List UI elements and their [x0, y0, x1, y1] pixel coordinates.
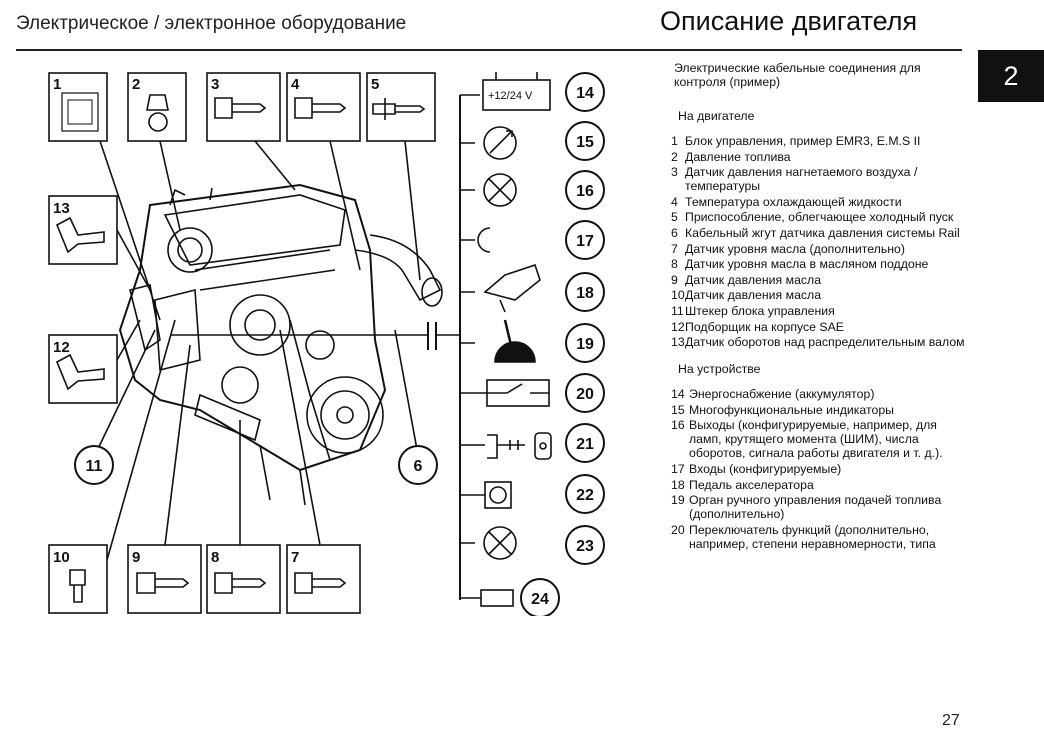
callout-15: 15: [576, 134, 594, 151]
battery-label: +12/24 V: [488, 90, 533, 102]
header-rule: [16, 49, 962, 51]
component-number: 3: [211, 76, 219, 93]
wiring-diagram: +12/24 V 1 2 3 4 5 13 12 10 9 8 7 14 15 …: [48, 72, 605, 616]
callout-6: 6: [414, 458, 423, 475]
callout-16: 16: [576, 183, 594, 200]
component-number: 12: [53, 339, 70, 356]
callout-24: 24: [531, 591, 549, 608]
section-heading-device: На устройстве: [678, 362, 761, 377]
callout-17: 17: [576, 233, 594, 250]
callout-18: 18: [576, 285, 594, 302]
callout-23: 23: [576, 538, 594, 555]
page-number: 27: [942, 712, 960, 729]
section-heading-engine: На двигателе: [678, 109, 755, 123]
component-number: 9: [132, 549, 140, 566]
callout-14: 14: [576, 85, 594, 102]
callout-11: 11: [86, 458, 103, 475]
component-number: 10: [53, 549, 70, 566]
component-number: 1: [53, 76, 61, 93]
component-number: 4: [291, 76, 300, 93]
callout-21: 21: [576, 436, 594, 453]
intro-text: Электрические кабельные соединения для к…: [674, 61, 921, 89]
component-number: 7: [291, 549, 299, 566]
component-number: 2: [132, 76, 140, 93]
component-number: 8: [211, 549, 219, 566]
chapter-tab: 2: [978, 50, 1044, 102]
callout-22: 22: [576, 487, 594, 504]
section-title: Электрическое / электронное оборудование: [16, 13, 407, 34]
callout-19: 19: [576, 336, 594, 353]
page-title: Описание двигателя: [660, 6, 918, 36]
component-number: 5: [371, 76, 379, 93]
description-column: Электрические кабельные соединения для к…: [671, 61, 971, 552]
component-number: 13: [53, 200, 70, 217]
callout-20: 20: [576, 386, 594, 403]
